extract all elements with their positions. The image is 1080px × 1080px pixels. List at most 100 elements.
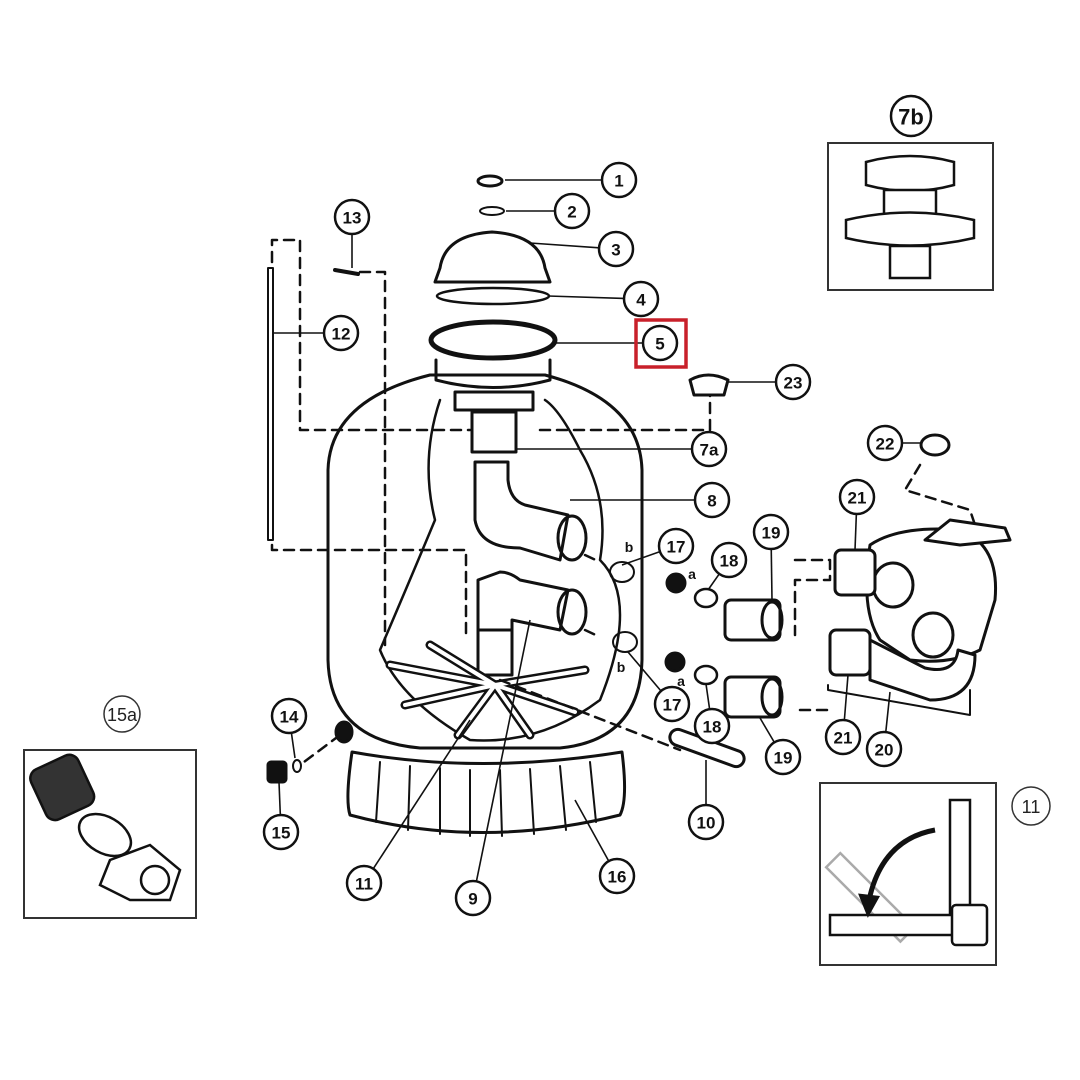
multiport-valve	[865, 527, 998, 663]
part-1-knob	[476, 174, 504, 188]
part-12-rod	[267, 267, 274, 541]
callout-label: 8	[707, 492, 716, 511]
leader-line	[707, 573, 720, 591]
callout-label: 22	[876, 435, 895, 454]
callout-circle	[690, 430, 728, 468]
callout-12: 12	[322, 314, 360, 352]
callout-a: a	[688, 566, 696, 582]
callout-label: 18	[703, 718, 722, 737]
part-4-gasket	[435, 286, 551, 306]
callout-label: 9	[468, 890, 477, 909]
callout-label: b	[625, 539, 634, 555]
callout-label: 5	[655, 335, 664, 354]
leader-line	[843, 674, 849, 721]
leader-line	[627, 651, 662, 692]
callout-label: 13	[343, 209, 362, 228]
part-17-gasket-top	[609, 561, 635, 583]
tank-base	[346, 750, 627, 834]
part-17-gasket-bottom	[612, 631, 638, 653]
callout-label: 21	[848, 489, 867, 508]
leader-line	[770, 548, 773, 601]
tank-body	[326, 373, 644, 750]
callout-a: a	[677, 673, 685, 689]
inset-7b: 7b	[827, 94, 994, 291]
part-8-pipe	[473, 460, 570, 562]
callout-circle	[687, 803, 725, 841]
leader-line	[759, 717, 776, 743]
part-9-pipe	[476, 570, 570, 632]
base-ribs	[375, 761, 597, 837]
callout-circle	[622, 280, 660, 318]
callout-circle	[270, 697, 308, 735]
leader-line	[290, 732, 296, 759]
drain-port	[334, 720, 354, 744]
callout-circle	[657, 527, 695, 565]
inset-11: 11	[819, 782, 1051, 966]
callout-circle	[553, 192, 591, 230]
callout-circle	[262, 813, 300, 851]
callout-20: 20	[865, 730, 903, 768]
callout-label: 4	[636, 291, 646, 310]
callout-circle	[322, 314, 360, 352]
callout-circle	[774, 363, 812, 401]
callout-8: 8	[693, 481, 731, 519]
callout-label: b	[617, 659, 626, 675]
callout-label: 16	[608, 868, 627, 887]
callout-21: 21	[838, 478, 876, 516]
callout-circle	[866, 424, 904, 462]
callout-label: 1	[614, 172, 623, 191]
callout-1: 1	[600, 161, 638, 199]
callout-11: 11	[345, 864, 383, 902]
callout-17: 17	[653, 685, 691, 723]
callout-label: 14	[280, 708, 299, 727]
callout-label: 17	[663, 696, 682, 715]
callout-circle	[641, 324, 679, 362]
callout-7a: 7a	[690, 430, 728, 468]
center-pipe	[476, 628, 514, 677]
part-7a-pipe	[470, 410, 518, 454]
callout-3: 3	[597, 230, 635, 268]
part-5-ring	[428, 319, 558, 361]
inset-15a: 15a	[23, 695, 197, 919]
callout-label: 7a	[700, 441, 719, 460]
callout-label: 3	[611, 241, 620, 260]
callout-18: 18	[693, 707, 731, 745]
callout-circle	[600, 161, 638, 199]
callout-circle	[693, 481, 731, 519]
callout-9: 9	[454, 879, 492, 917]
callout-circle	[752, 513, 790, 551]
valve-port-2	[911, 611, 955, 659]
callout-label: 12	[332, 325, 351, 344]
tank-neck	[434, 358, 552, 389]
callout-23: 23	[774, 363, 812, 401]
pipe-9-opening	[556, 588, 588, 636]
callout-circle	[333, 198, 371, 236]
tank-cutaway	[378, 398, 622, 742]
callout-circle	[764, 738, 802, 776]
callout-label: 18	[720, 552, 739, 571]
callout-18: 18	[710, 541, 748, 579]
callout-13: 13	[333, 198, 371, 236]
part-20-pipe	[868, 638, 977, 702]
part-21-union-top	[833, 548, 877, 597]
callout-label: 19	[774, 749, 793, 768]
callout-16: 16	[598, 857, 636, 895]
diffuser	[453, 390, 535, 412]
highlight-box-part-5	[634, 318, 688, 369]
leader-line	[621, 550, 661, 566]
inset-11-label: 11	[1022, 797, 1041, 817]
callout-label: 10	[697, 814, 716, 833]
callout-circle	[598, 857, 636, 895]
callout-label: 23	[784, 374, 803, 393]
leader-line	[884, 691, 891, 733]
part-15-plug	[266, 760, 288, 784]
callout-circle	[345, 864, 383, 902]
callout-4: 4	[622, 280, 660, 318]
callout-label: a	[677, 673, 685, 689]
part-17a-seal-bottom	[664, 651, 686, 673]
callout-19: 19	[752, 513, 790, 551]
callout-17: 17	[657, 527, 695, 565]
union-top-opening	[760, 600, 784, 640]
callout-circle	[597, 230, 635, 268]
